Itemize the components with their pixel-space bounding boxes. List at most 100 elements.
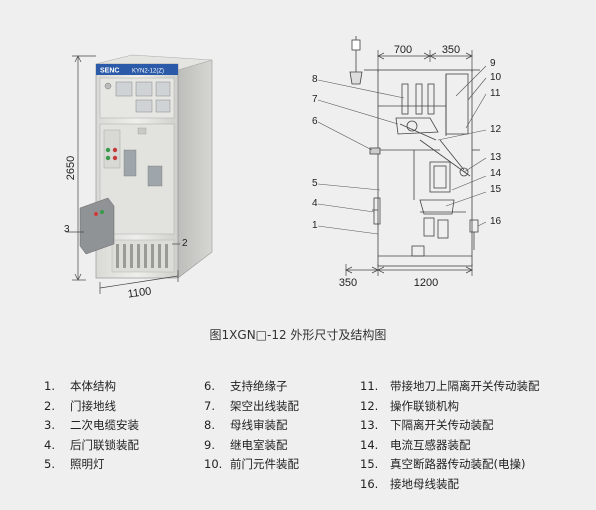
legend-item: 4. 后门联锁装配: [44, 436, 139, 456]
legend-item-number: 9.: [204, 437, 215, 452]
meter-window: [115, 81, 133, 97]
legend-item-number: 15.: [360, 457, 379, 471]
door-label: [137, 127, 147, 135]
legend-item-text: 操作联锁机构: [390, 398, 459, 413]
legend-item-number: 10.: [204, 457, 223, 471]
cabinet-brand-label: SENC: [100, 68, 119, 75]
dim-350-bottom-label: 350: [339, 277, 357, 289]
observation-window: [147, 165, 163, 187]
legend-item: 12.操作联锁机构: [360, 397, 540, 417]
left-dimensions: [66, 55, 180, 294]
legend-item-text: 照明灯: [70, 457, 105, 471]
callout-right-label: 15: [490, 184, 502, 195]
legend-item: 10. 前门元件装配: [204, 455, 299, 475]
callout-right-label: 12: [490, 124, 502, 135]
legend-item-number: 14.: [360, 437, 379, 452]
cabinet-illustration: SENC KYN2-12(Z): [79, 54, 213, 279]
legend-item-text: 真空断路器传动装配(电操): [390, 457, 526, 471]
callout-leaders: [317, 65, 487, 235]
legend-item: 15. 真空断路器传动装配(电操): [360, 455, 540, 475]
legend-item-text: 下隔离开关传动装配: [390, 418, 494, 432]
callout-left-label: 5: [312, 178, 318, 189]
dim-height-label: 2650: [65, 156, 77, 180]
dim-700-label: 700: [394, 44, 412, 56]
box-button: [100, 210, 104, 214]
legend-item: 11. 带接地刀上隔离开关传动装配: [360, 377, 540, 397]
callout-left-label: 6: [312, 116, 318, 127]
legend-item-text: 前门元件装配: [230, 457, 299, 471]
legend-item: 1. 本体结构: [44, 377, 139, 397]
legend-column-1: 1. 本体结构 2. 门接地线 3. 二次电缆安装 4. 后门联锁装配 5. 照明灯: [44, 377, 139, 475]
observation-window: [123, 149, 137, 177]
cabinet-nameplate: KYN2-12(Z): [132, 69, 164, 75]
secondary-cable-box: [79, 197, 115, 255]
green-button: [105, 155, 111, 161]
callout-right-label: 9: [490, 58, 496, 69]
legend-item-number: 1.: [44, 379, 55, 393]
legend-item-number: 11.: [360, 379, 379, 393]
section-drawing: [349, 36, 480, 267]
legend-item-text: 带接地刀上隔离开关传动装配: [390, 379, 540, 393]
legend-item-number: 2.: [44, 398, 55, 413]
legend-item-number: 5.: [44, 457, 55, 471]
red-button: [112, 147, 118, 153]
callout-right-label: 16: [490, 216, 502, 227]
bottom-dimensions: [345, 264, 473, 276]
legend-item: 14. 电流互感器装配: [360, 436, 540, 456]
legend-item-number: 4.: [44, 437, 55, 452]
legend-item: 2. 门接地线: [44, 397, 139, 417]
legend-item-number: 16.: [360, 476, 379, 491]
green-button: [105, 147, 111, 153]
legend-item-text: 架空出线装配: [230, 398, 299, 413]
legend-item-number: 13.: [360, 418, 379, 432]
legend-item-text: 母线审装配: [230, 418, 288, 432]
legend-item: 9. 继电室装配: [204, 436, 299, 456]
legend-item: 16. 接地母线装配: [360, 475, 540, 495]
meter-window: [155, 81, 171, 97]
legend-item-number: 8.: [204, 418, 215, 432]
dim-width-label: 1100: [127, 285, 152, 300]
dim-1200-label: 1200: [414, 277, 438, 289]
callout-left-label: 1: [312, 220, 318, 231]
top-dimensions: [377, 50, 473, 72]
legend-item: 13. 下隔离开关传动装配: [360, 416, 540, 436]
legend-item-text: 支持绝缘子: [230, 379, 288, 393]
cabinet-nameplate-strip: [96, 64, 178, 75]
callout-3: 3: [64, 224, 70, 235]
red-button: [112, 155, 118, 161]
vent-slots: [116, 244, 168, 268]
relay-window: [155, 99, 171, 113]
cabinet-vent: [111, 239, 175, 273]
legend-item-text: 继电室装配: [230, 437, 288, 452]
legend-item: 5. 照明灯: [44, 455, 139, 475]
legend-item-text: 二次电缆安装: [70, 418, 139, 432]
legend-item: 7.架空出线装配: [204, 397, 299, 417]
callout-right-label: 10: [490, 72, 502, 83]
callout-right-label: 11: [490, 88, 501, 99]
legend-item-number: 3.: [44, 418, 55, 432]
legend-item: 6. 支持绝缘子: [204, 377, 299, 397]
meter-window: [135, 81, 153, 97]
legend-item-text: 门接地线: [70, 398, 116, 413]
box-button: [94, 212, 98, 216]
legend-item-text: 本体结构: [70, 379, 116, 393]
legend-item-text: 后门联锁装配: [70, 437, 139, 452]
legend-item: 8. 母线审装配: [204, 416, 299, 436]
legend-item-text: 电流互感器装配: [390, 437, 471, 452]
legend-item-number: 6.: [204, 379, 215, 393]
indicator-lamp: [104, 82, 112, 90]
callout-2: 2: [182, 238, 188, 249]
legend-item: 3. 二次电缆安装: [44, 416, 139, 436]
callouts-left: 8 7 6 5 4 1: [312, 74, 318, 231]
cabinet-outline: [377, 69, 473, 267]
callout-left-label: 4: [312, 198, 318, 209]
legend-item-text: 接地母线装配: [390, 476, 459, 491]
callout-left-label: 7: [312, 94, 318, 105]
figure-caption: 图1XGN□-12 外形尺寸及结构图: [209, 328, 387, 342]
callouts-right: 9 10 11 12 13 14 15 16: [490, 58, 502, 227]
callout-left-label: 8: [312, 74, 318, 85]
dim-350-top-label: 350: [442, 44, 460, 56]
